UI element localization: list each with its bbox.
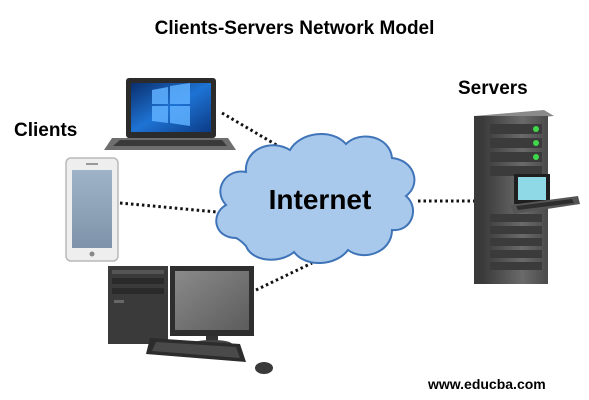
laptop-icon [104, 78, 236, 150]
phone-connector [119, 201, 229, 215]
watermark: www.educba.com [428, 376, 546, 392]
server-led-icons [533, 126, 539, 160]
server-rack-icon [474, 110, 580, 284]
desktop-computer-icon [108, 266, 273, 374]
connectors [119, 111, 474, 292]
servers-label: Servers [458, 78, 528, 99]
clients-label: Clients [14, 120, 78, 141]
desktop-connector [255, 261, 313, 292]
diagram-title: Clients-Servers Network Model [154, 18, 435, 39]
internet-label: Internet [269, 184, 372, 215]
laptop-connector [221, 111, 286, 152]
smartphone-icon [65, 157, 119, 262]
internet-cloud-icon: Internet [215, 132, 416, 265]
